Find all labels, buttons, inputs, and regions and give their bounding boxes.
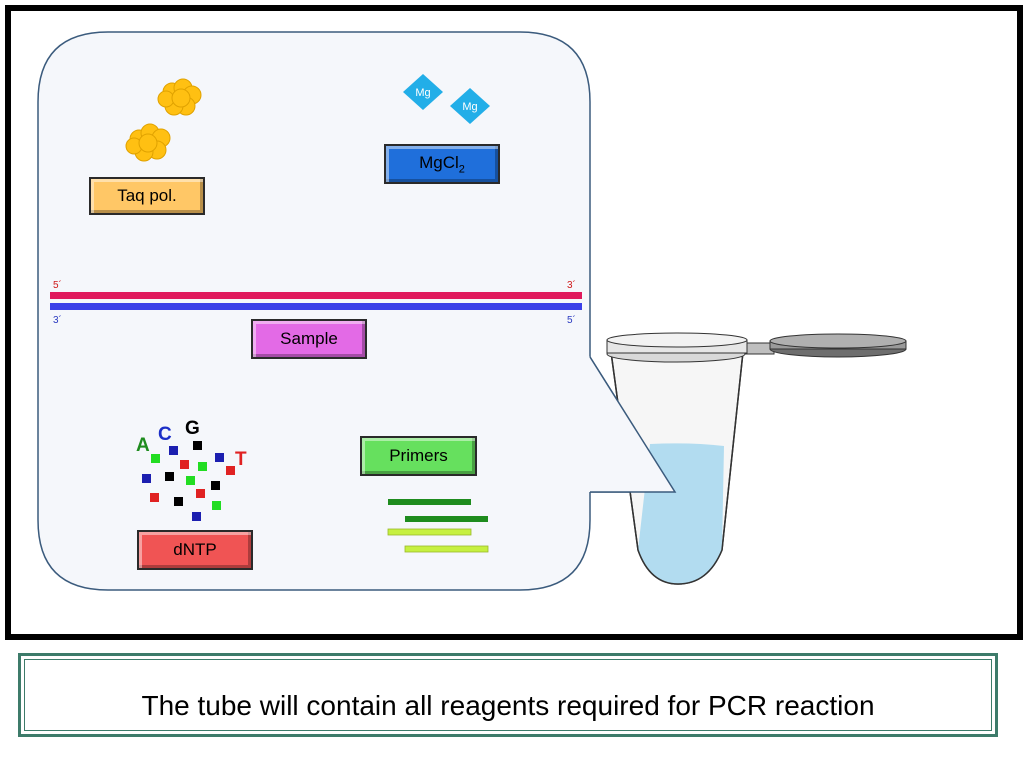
- dntp-label: dNTP: [137, 530, 253, 570]
- base-letter-t: T: [235, 449, 247, 470]
- mgcl2-text: MgCl2: [419, 152, 465, 176]
- mgcl2-label: MgCl2: [384, 144, 500, 184]
- dntp-text: dNTP: [173, 540, 217, 559]
- taq-pol-label: Taq pol.: [89, 177, 205, 215]
- strand-label-bottom-left: 3´: [53, 314, 62, 326]
- strand-label-top-right: 3´: [567, 279, 576, 291]
- base-letter-c: C: [158, 424, 172, 445]
- taq-pol-text: Taq pol.: [117, 186, 177, 205]
- dntp-molecules-icon: A C G T: [136, 418, 247, 521]
- mg-ion-icon: Mg Mg: [403, 74, 490, 124]
- primers-text: Primers: [389, 446, 448, 465]
- taq-enzyme-icon: [125, 78, 202, 162]
- base-letter-g: G: [185, 418, 200, 439]
- mg-ion-label: Mg: [415, 87, 430, 99]
- callout-pointer-outline: [589, 356, 677, 493]
- primers-icon: [387, 499, 489, 553]
- sample-label: Sample: [251, 319, 367, 359]
- dna-strand-bottom: [50, 303, 582, 310]
- primers-label: Primers: [360, 436, 477, 476]
- caption-box: The tube will contain all reagents requi…: [18, 653, 998, 737]
- strand-label-top-left: 5´: [53, 279, 62, 291]
- sample-text: Sample: [280, 329, 338, 348]
- base-letter-a: A: [136, 435, 150, 456]
- mg-ion-label: Mg: [462, 101, 477, 113]
- callout-bubble: [37, 31, 677, 591]
- dna-strand-top: [50, 292, 582, 299]
- strand-label-bottom-right: 5´: [567, 314, 576, 326]
- caption-text: The tube will contain all reagents requi…: [141, 690, 875, 721]
- diagram-canvas: Mg Mg 5´ 3´ 3´ 5´ A C G T: [37, 31, 907, 591]
